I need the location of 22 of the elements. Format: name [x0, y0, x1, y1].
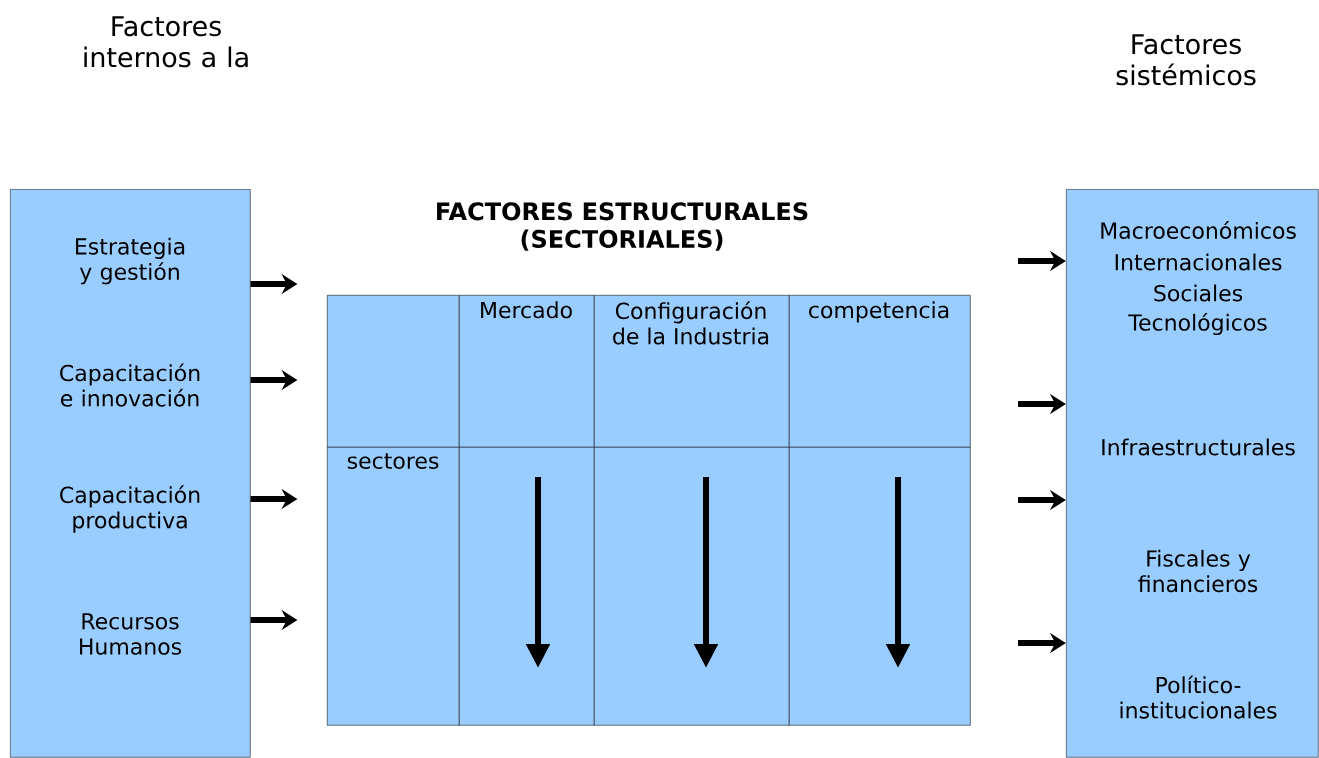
item-text: Macroeconómicos — [1101, 221, 1296, 239]
item-text: Infraestructurales — [1102, 438, 1295, 456]
item-text: Sociales — [1154, 284, 1243, 302]
item-text: Estrategia y gestión — [76, 237, 185, 285]
item-text: Internacionales — [1115, 253, 1282, 271]
table-cell: Mercado — [459, 295, 595, 448]
heading: Factores sistémicos — [1116, 34, 1256, 86]
table-cell — [594, 447, 790, 726]
heading: Factores internos a la — [84, 16, 248, 68]
item-text: Tecnológicos — [1128, 312, 1267, 336]
table-cell — [327, 295, 460, 448]
table-cell — [789, 447, 971, 726]
table-cell: competencia — [789, 295, 971, 448]
table-cell — [459, 447, 595, 726]
title: FACTORES ESTRUCTURALES (SECTORIALES) — [437, 202, 808, 251]
table-cell: Configuración de la Industria — [594, 295, 790, 448]
item-text: Recursos Humanos — [80, 613, 182, 655]
item-text: Capacitación e innovación — [60, 363, 200, 407]
item-text: Fiscales y financieros — [1138, 549, 1258, 593]
item-text: Político-institucionales — [1120, 675, 1277, 719]
table-cell: sectores — [327, 447, 460, 726]
item-text: Capacitación productiva — [60, 485, 200, 533]
